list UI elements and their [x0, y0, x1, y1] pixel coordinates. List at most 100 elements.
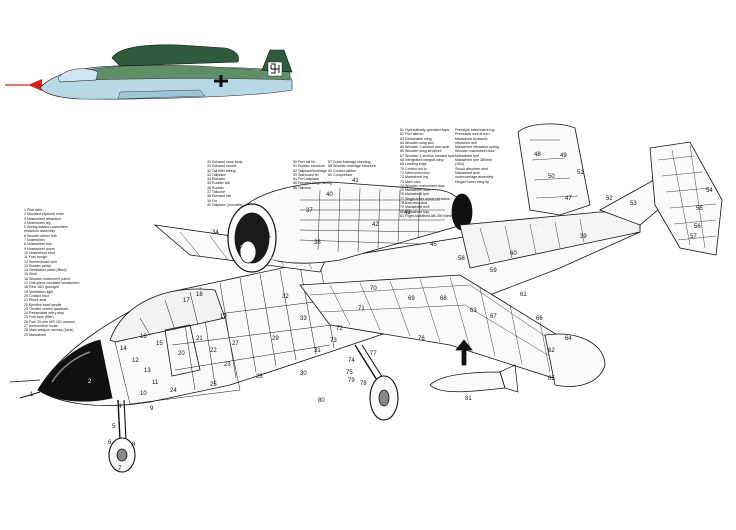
- profile-camo-top: [69, 65, 291, 81]
- legend-entry: 1 Pitot tube: [24, 208, 43, 212]
- callout-number: 29: [272, 336, 279, 342]
- callout-number: 73: [330, 338, 337, 344]
- callout-number: 41: [352, 178, 359, 184]
- callout-number: 4: [118, 404, 122, 410]
- callout-number: 16: [140, 334, 147, 340]
- callout-number: 77: [370, 351, 377, 357]
- callout-number: 35: [264, 234, 271, 240]
- callout-number: 14: [120, 346, 127, 352]
- callout-number: 64: [565, 336, 572, 342]
- legend-entry: 67 Wooden 1-section forward spar: [400, 153, 455, 158]
- callout-number: 3: [100, 394, 104, 400]
- callout-number: 78: [360, 381, 367, 387]
- legend-entry: 37 Tailcone: [207, 190, 226, 195]
- callout-number: 62: [548, 348, 555, 354]
- swastika-mark: [270, 63, 280, 74]
- callout-number: 30: [300, 371, 307, 377]
- legend-entry: 33 Tailplane: [207, 172, 227, 177]
- legend-entry: Shock absorber strut: [455, 166, 489, 171]
- intake-hub: [239, 240, 257, 264]
- legend-entry: 51 Rudder structure: [293, 164, 325, 169]
- legend-entry: undercarriage assembly: [455, 175, 494, 180]
- callout-number: 75: [346, 370, 353, 376]
- callout-number: 48: [534, 152, 541, 158]
- legend-entry: 39 Fin: [207, 198, 217, 203]
- callout-number: 69: [408, 296, 415, 302]
- legend-entry: 32 Tail fillet fairing: [207, 168, 236, 173]
- callout-number: 79: [348, 378, 355, 384]
- callout-number: 19: [220, 314, 227, 320]
- legend-entry: 4 Nosewheel leg: [24, 220, 51, 225]
- legend-entry: 8 Nosewheel fork: [24, 242, 52, 247]
- legend-entry: retraction arm: [455, 140, 478, 145]
- legend-entry: Mainwheel axle: [455, 170, 480, 175]
- callout-number: 66: [536, 316, 543, 322]
- profile-engine-pod: [111, 44, 239, 67]
- legend-entry: 76 Mainwheel tyre: [400, 192, 430, 197]
- legend-entry: Wooden mainwheel door: [455, 149, 495, 154]
- callout-number: 17: [183, 298, 190, 304]
- starboard-fin-ribs: [530, 139, 579, 199]
- cutaway-main: [9, 123, 723, 473]
- legend-entry: Mainwheel retraction spring: [455, 145, 499, 150]
- callout-number: 57: [690, 234, 697, 240]
- callout-number: 58: [458, 256, 465, 262]
- cannon-port: [9, 379, 41, 383]
- callout-number: 26: [256, 374, 263, 380]
- wing-tip: [544, 333, 606, 387]
- callout-number: 74: [348, 358, 355, 364]
- nose-highlight: [51, 351, 91, 383]
- legend-entry: 60 Compressor: [328, 172, 353, 177]
- callout-number: 24: [170, 388, 177, 394]
- callout-number: 37: [306, 208, 313, 214]
- legend-entry: 17 One-piece moulded windscreen: [24, 281, 80, 286]
- legend-entry: 10 Nosewheel strut: [24, 250, 55, 255]
- legend-entry: 73 Main oleo: [400, 179, 421, 184]
- callout-number: 67: [490, 314, 497, 320]
- callout-number: 22: [210, 348, 217, 354]
- callout-number: 36: [270, 258, 277, 264]
- red-arrow-head: [28, 79, 42, 91]
- legend-entry: 13 Rudder pedal: [24, 263, 51, 268]
- callout-number: 53: [630, 201, 637, 207]
- profile-wing: [117, 89, 206, 100]
- callout-number: 72: [336, 326, 343, 332]
- legend-entry: 72 Mainwheel leg: [400, 175, 428, 180]
- legend-entry: 79 Mainwheel well: [400, 205, 430, 210]
- callout-number: 56: [694, 224, 701, 230]
- callout-number: 18: [196, 292, 203, 298]
- tail-boom-stringers: [479, 218, 585, 263]
- callout-number: 27: [232, 341, 239, 347]
- legend-entry: Freestyle attachment lug: [455, 128, 495, 132]
- legend-entry: 28 Main weapon access (fuels): [24, 328, 74, 333]
- callout-number: 25: [210, 382, 217, 388]
- callout-number: 11: [152, 380, 159, 386]
- legend-entry: 5 Spring-loaded nosewheel: [24, 225, 68, 230]
- legend-entry: 74 Wooden mainwheel door: [400, 183, 445, 188]
- legend-entry: 20 Cockpit floor: [24, 293, 49, 298]
- legend-entry: 69 Leading edge: [400, 162, 427, 167]
- legend-entry: 26 Fuel 20-mm MG 151 cannon: [24, 319, 75, 324]
- legend-entry: Premuses well at turn: [455, 132, 490, 137]
- port-fin-ribs: [657, 144, 717, 249]
- legend-entry: 70 Control rod to: [400, 166, 427, 171]
- callout-number: 15: [156, 341, 163, 347]
- callout-number: 54: [706, 188, 713, 194]
- callout-number: 23: [224, 362, 231, 368]
- legend-entry: 36 Rudder: [207, 185, 224, 190]
- legend-entry: 75 Mainwheel door: [400, 188, 431, 193]
- callout-number: 42: [372, 222, 379, 228]
- legend-entry: 62 Port aileron: [400, 132, 424, 137]
- legend-entry: 56 Tailcone: [293, 185, 312, 190]
- legend-entry: 2 Moulded plywood nose: [24, 212, 64, 217]
- callout-number: 39: [580, 234, 587, 240]
- legend-entry: 65 Wooden 1-section rear spar: [400, 145, 450, 150]
- legend-entry: 29 Mainwheel: [24, 332, 47, 337]
- callout-number: 7: [118, 466, 122, 472]
- legend-entry: 9 Nosewheel doors: [24, 246, 55, 251]
- callout-number: 6: [108, 440, 112, 446]
